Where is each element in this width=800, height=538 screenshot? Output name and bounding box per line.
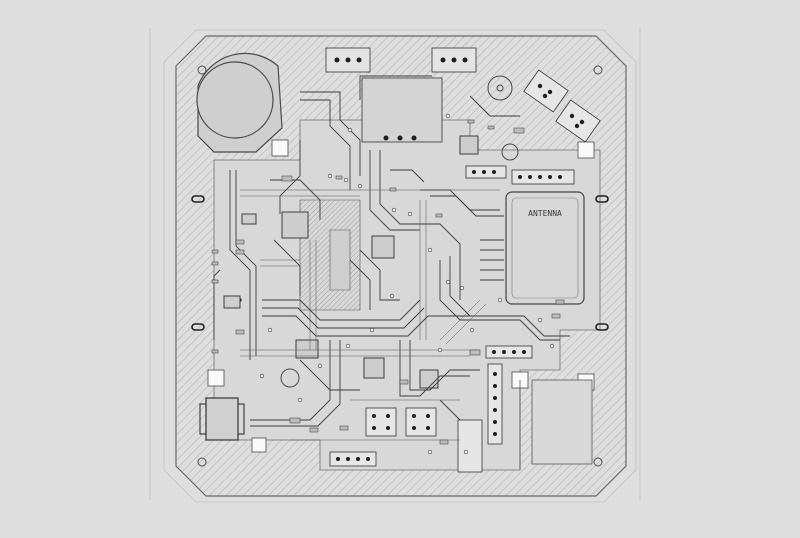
- battery-holder-cutout: [196, 52, 283, 153]
- board-guide-lines: [149, 28, 641, 503]
- inner-routing-area: [213, 119, 601, 471]
- smd-components: [211, 119, 565, 445]
- antenna-region: ANTENNA: [505, 191, 585, 305]
- oblong-slots: [191, 195, 609, 331]
- lower-right-region: [519, 379, 593, 470]
- vias: [259, 113, 555, 455]
- bottom-left-connector: [199, 403, 245, 435]
- connectors: [205, 47, 601, 473]
- ic-packages: [223, 135, 479, 389]
- antenna-label: ANTENNA: [528, 209, 562, 218]
